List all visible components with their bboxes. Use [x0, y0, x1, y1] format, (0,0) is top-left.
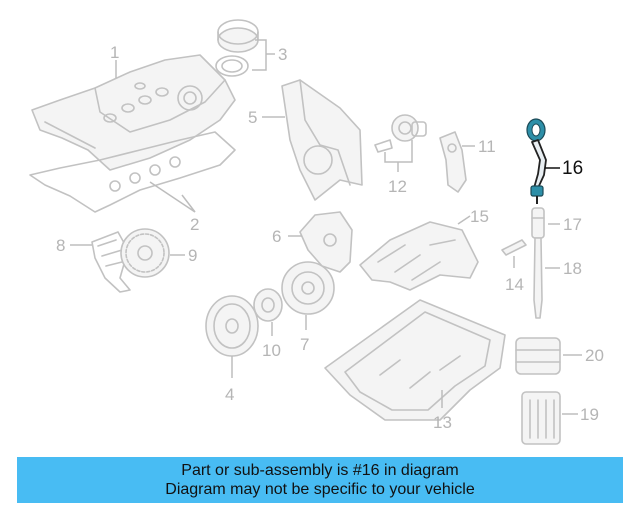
callout-15[interactable]: 15 [470, 207, 489, 226]
banner-line-2: Diagram may not be specific to your vehi… [165, 481, 475, 498]
part-oil-filter[interactable] [521, 391, 561, 445]
callout-7[interactable]: 7 [300, 335, 309, 354]
callout-12[interactable]: 12 [388, 177, 407, 196]
part-idler-pulley[interactable] [281, 261, 335, 315]
part-clip[interactable] [501, 239, 527, 256]
banner-line-1: Part or sub-assembly is #16 in diagram [181, 462, 459, 479]
callout-2[interactable]: 2 [190, 215, 199, 234]
parts-diagram: 1 2 3 5 12 11 [29, 19, 604, 445]
part-timing-cover[interactable] [281, 79, 363, 201]
part-timing-belt[interactable] [91, 231, 131, 293]
part-guide-bracket[interactable] [439, 131, 467, 193]
part-cover-bracket[interactable] [299, 211, 353, 273]
callout-16[interactable]: 16 [562, 158, 583, 179]
part-valve-cover-gasket[interactable] [29, 131, 236, 213]
callout-11[interactable]: 11 [478, 137, 496, 156]
part-dipstick-tube-top[interactable] [531, 207, 545, 239]
part-camshaft-sprocket[interactable] [120, 228, 170, 278]
part-oil-pan[interactable] [324, 299, 506, 421]
callout-1[interactable]: 1 [110, 43, 119, 62]
part-oil-pump-baffle[interactable] [359, 221, 479, 291]
callout-13[interactable]: 13 [433, 413, 452, 432]
part-crankshaft-pulley[interactable] [205, 295, 259, 357]
callout-3[interactable]: 3 [278, 45, 287, 64]
part-crankshaft-sprocket[interactable] [253, 288, 283, 322]
part-oil-filter-housing[interactable] [515, 337, 561, 375]
callout-20[interactable]: 20 [585, 346, 604, 365]
part-belt-tensioner[interactable] [374, 114, 427, 153]
callout-9[interactable]: 9 [188, 246, 197, 265]
info-banner: Part or sub-assembly is #16 in diagram D… [17, 457, 623, 503]
callout-8[interactable]: 8 [56, 236, 65, 255]
callout-17[interactable]: 17 [563, 215, 582, 234]
callout-10[interactable]: 10 [262, 341, 281, 360]
callout-18[interactable]: 18 [563, 259, 582, 278]
callout-19[interactable]: 19 [580, 405, 599, 424]
part-dipstick-tube[interactable] [533, 237, 543, 319]
part-oil-filler-cap[interactable] [215, 19, 259, 77]
part-oil-dipstick[interactable] [526, 118, 547, 204]
callout-4[interactable]: 4 [225, 385, 234, 404]
callout-14[interactable]: 14 [505, 275, 524, 294]
callout-5[interactable]: 5 [248, 108, 257, 127]
part-valve-cover[interactable] [31, 54, 236, 171]
callout-6[interactable]: 6 [272, 227, 281, 246]
